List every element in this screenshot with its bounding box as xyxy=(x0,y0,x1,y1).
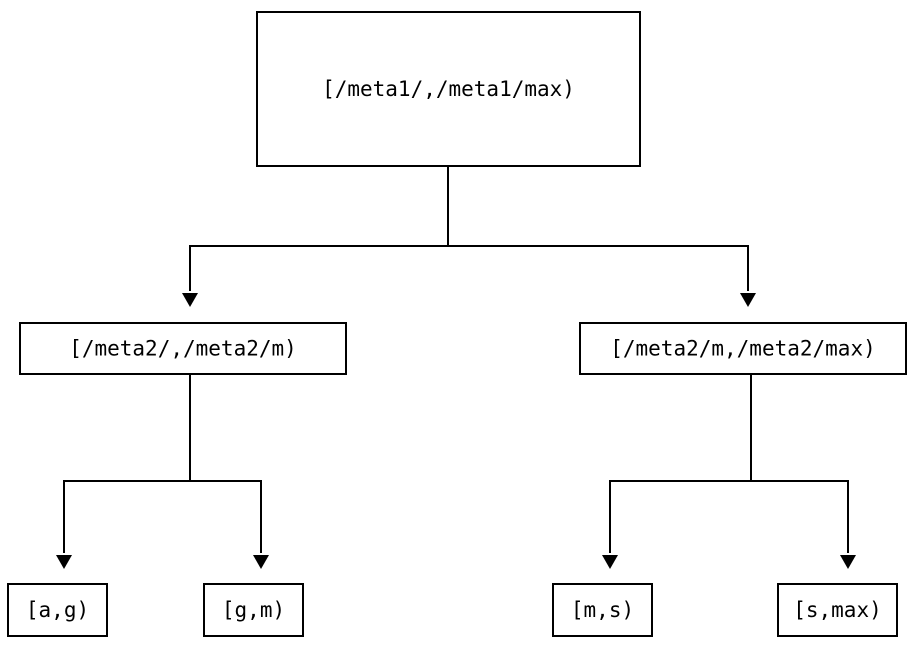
edge-mid-right-to-leaf-m-s xyxy=(602,374,753,569)
node-box-leaf-s-max[interactable] xyxy=(776,582,899,638)
tree-node-leaf-g-m[interactable]: [g,m) xyxy=(202,582,305,638)
edge-mid-left-to-leaf-g-m xyxy=(188,374,269,569)
node-label-mid-left: [/meta2/,/meta2/m) xyxy=(69,337,297,361)
edge-arrowhead-icon xyxy=(602,555,618,569)
node-label-leaf-a-g: [a,g) xyxy=(26,598,89,622)
node-box-mid-left[interactable] xyxy=(18,321,348,376)
edge-mid-left-to-leaf-a-g xyxy=(56,374,192,569)
nodes-layer: [/meta1/,/meta1/max) [/meta2/,/meta2/m) [/… xyxy=(6,10,908,638)
edge-root-to-mid-left xyxy=(182,166,450,307)
node-label-root: [/meta1/,/meta1/max) xyxy=(322,77,575,101)
tree-node-mid-right[interactable]: [/meta2/m,/meta2/max) xyxy=(578,321,908,376)
edge-connector-line xyxy=(188,374,263,553)
edge-connector-line xyxy=(62,374,192,553)
edge-connector-line xyxy=(749,374,850,553)
node-label-leaf-s-max: [s,max) xyxy=(793,598,882,622)
node-box-mid-right[interactable] xyxy=(578,321,908,376)
edges-layer xyxy=(56,166,856,569)
edge-root-to-mid-right xyxy=(446,166,756,307)
node-box-root[interactable] xyxy=(255,10,642,168)
edge-arrowhead-icon xyxy=(740,293,756,307)
edge-arrowhead-icon xyxy=(182,293,198,307)
tree-node-leaf-s-max[interactable]: [s,max) xyxy=(776,582,899,638)
edge-arrowhead-icon xyxy=(56,555,72,569)
node-box-leaf-m-s[interactable] xyxy=(551,582,654,638)
edge-arrowhead-icon xyxy=(840,555,856,569)
edge-connector-line xyxy=(446,166,750,291)
tree-node-leaf-a-g[interactable]: [a,g) xyxy=(6,582,109,638)
edge-mid-right-to-leaf-s-max xyxy=(749,374,856,569)
tree-node-leaf-m-s[interactable]: [m,s) xyxy=(551,582,654,638)
node-box-leaf-a-g[interactable] xyxy=(6,582,109,638)
node-label-leaf-g-m: [g,m) xyxy=(222,598,285,622)
edge-connector-line xyxy=(608,374,753,553)
tree-node-mid-left[interactable]: [/meta2/,/meta2/m) xyxy=(18,321,348,376)
node-box-leaf-g-m[interactable] xyxy=(202,582,305,638)
edge-arrowhead-icon xyxy=(253,555,269,569)
edge-connector-line xyxy=(188,166,450,291)
node-label-mid-right: [/meta2/m,/meta2/max) xyxy=(610,337,876,361)
tree-node-root[interactable]: [/meta1/,/meta1/max) xyxy=(255,10,642,168)
node-label-leaf-m-s: [m,s) xyxy=(571,598,634,622)
